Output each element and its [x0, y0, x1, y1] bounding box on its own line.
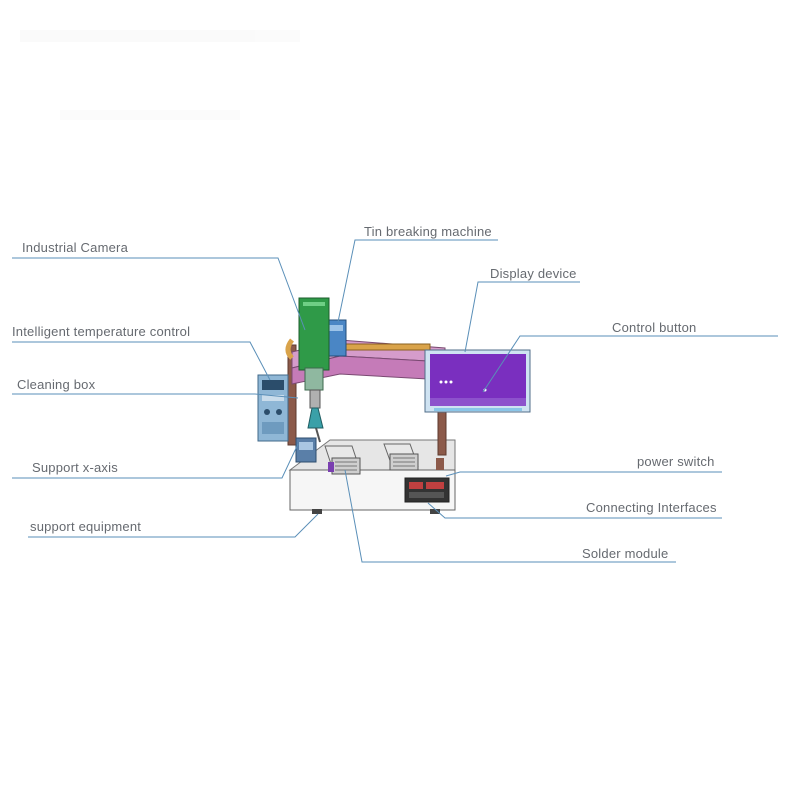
background-haze	[20, 30, 300, 120]
label-cleaning-box: Cleaning box	[17, 377, 96, 392]
temperature-control-box	[257, 374, 289, 442]
solder-module-trays	[324, 443, 444, 475]
label-intelligent-temperature-control: Intelligent temperature control	[12, 324, 191, 339]
leader-cleaning-box	[12, 393, 299, 399]
leader-connecting-interfaces	[427, 502, 722, 519]
leader-solder-module	[344, 469, 676, 563]
leader-support-equipment	[28, 513, 319, 538]
leader-lines	[12, 239, 778, 563]
leader-power-switch	[445, 471, 722, 477]
label-connecting-interfaces: Connecting Interfaces	[586, 500, 717, 515]
leader-tin-breaking-machine	[337, 239, 498, 323]
leader-industrial-camera	[12, 257, 306, 331]
label-support-x-axis: Support x-axis	[32, 460, 118, 475]
display-device	[424, 349, 531, 413]
leader-intelligent-temperature	[12, 341, 271, 381]
label-support-equipment: support equipment	[30, 519, 142, 534]
label-tin-breaking-machine: Tin breaking machine	[364, 224, 492, 239]
leader-display-device	[464, 281, 580, 353]
label-control-button: Control button	[612, 320, 697, 335]
leader-control-button	[482, 335, 778, 393]
label-display-device: Display device	[490, 266, 577, 281]
label-industrial-camera: Industrial Camera	[22, 240, 128, 255]
label-power-switch: power switch	[637, 454, 715, 469]
soldering-head	[298, 297, 330, 443]
leader-support-x-axis	[12, 443, 299, 479]
cleaning-box	[295, 437, 317, 463]
label-solder-module: Solder module	[582, 546, 669, 561]
